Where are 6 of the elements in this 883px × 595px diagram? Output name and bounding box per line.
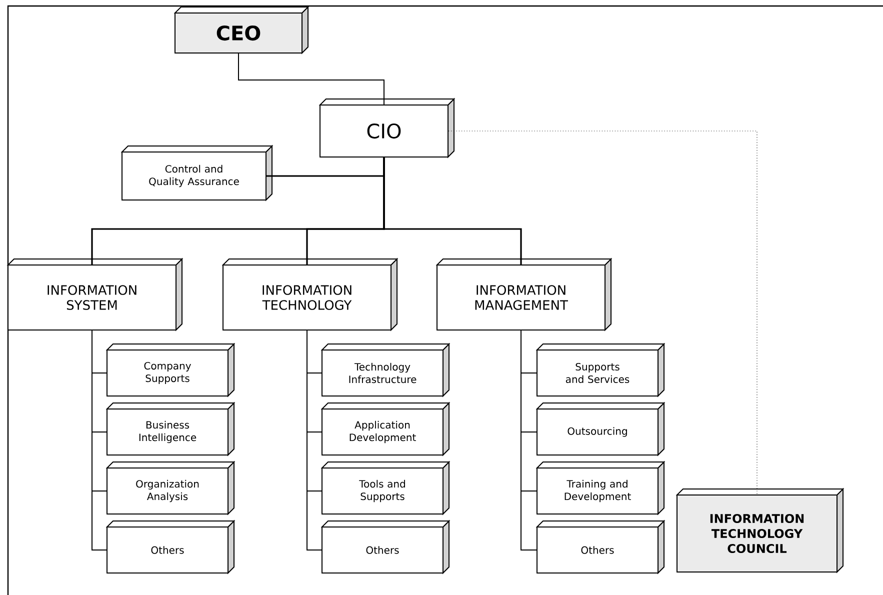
connector-line bbox=[520, 330, 537, 550]
connector-line bbox=[383, 158, 522, 264]
connector-line bbox=[448, 130, 758, 495]
connector-line bbox=[238, 53, 384, 105]
connector-line bbox=[92, 330, 107, 550]
connector-line bbox=[306, 330, 322, 550]
